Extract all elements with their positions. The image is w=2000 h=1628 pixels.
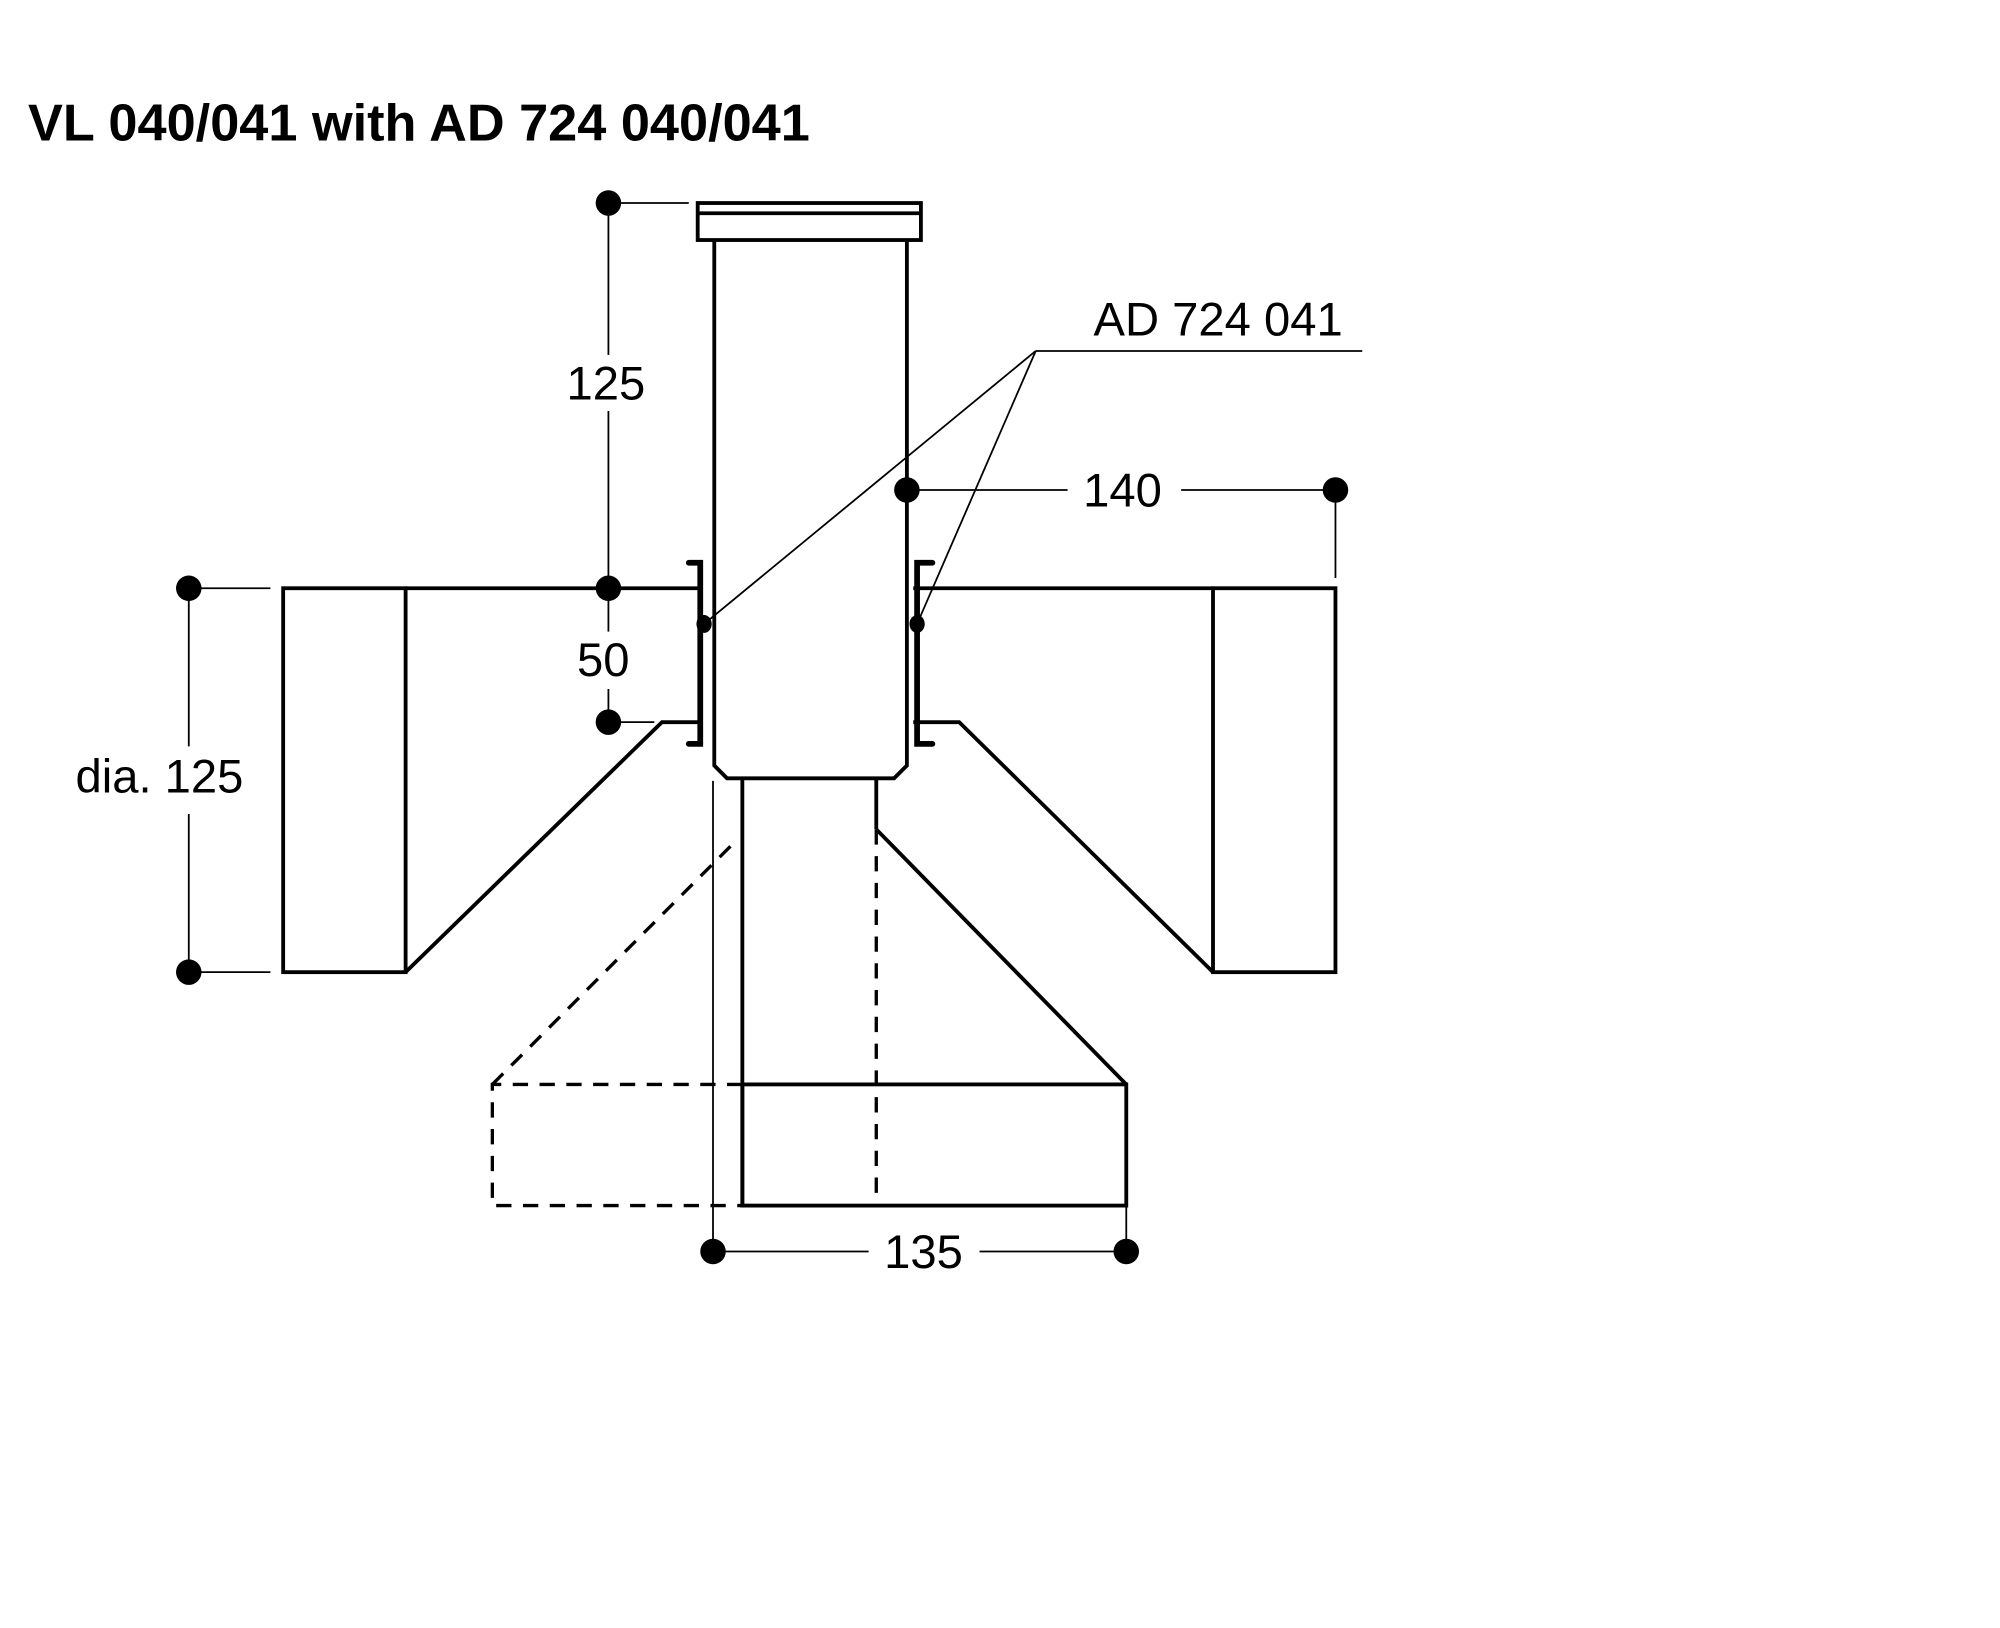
dim-width-right: 140 (1083, 465, 1162, 518)
callout-label: AD 724 041 (1093, 294, 1342, 347)
vertical-pipe (695, 201, 923, 1206)
dimension-125-top: 125 (567, 190, 689, 601)
dimension-135: 135 (700, 780, 1140, 1279)
drawing-title: VL 040/041 with AD 724 040/041 (28, 95, 810, 153)
callout-ad-724-041: AD 724 041 (696, 294, 1363, 633)
dimension-diameter: dia. 125 (75, 575, 271, 985)
mounting-brackets (685, 559, 936, 747)
dimension-140: 140 (894, 465, 1349, 579)
left-elbow (281, 586, 699, 975)
dim-width-bottom: 135 (884, 1226, 963, 1279)
bottom-outlet (490, 827, 1129, 1208)
dimension-50: 50 (577, 588, 655, 735)
right-elbow (913, 586, 1338, 975)
dim-diameter: dia. 125 (75, 750, 243, 803)
dim-top-height: 125 (567, 357, 646, 410)
dim-mid-height: 50 (577, 634, 630, 687)
